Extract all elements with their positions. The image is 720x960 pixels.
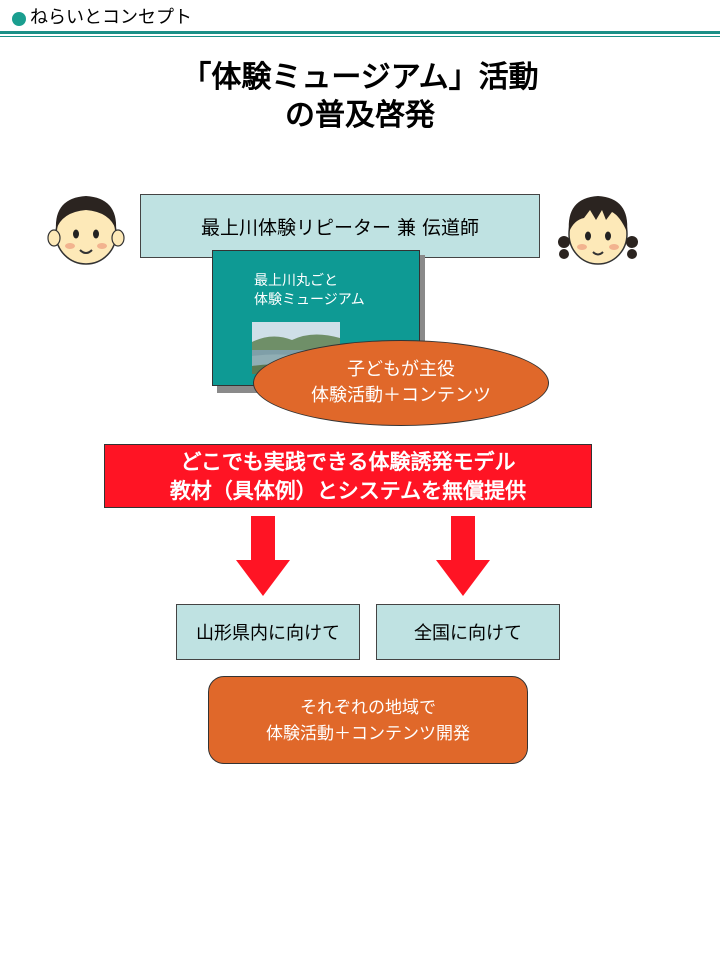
down-arrow-icon-right: [436, 516, 490, 596]
page-title-line2: の普及啓発: [285, 98, 435, 133]
down-arrow-icon-left: [236, 516, 290, 596]
regional-development-line1: それぞれの地域で: [300, 698, 436, 718]
ellipse-line1: 子どもが主役: [347, 359, 455, 380]
header-bullet-icon: [12, 12, 26, 26]
regional-development-line2: 体験活動＋コンテンツ開発: [266, 724, 470, 744]
regional-development-box: [208, 676, 528, 764]
museum-card-line2: 体験ミュージアム: [254, 292, 365, 308]
header-rule-thin: [0, 36, 720, 37]
repeater-label: 最上川体験リピーター 兼 伝道師: [200, 216, 480, 239]
museum-card-line1: 最上川丸ごと: [254, 273, 338, 289]
ellipse-line2: 体験活動＋コンテンツ: [311, 385, 491, 406]
header-rule: [0, 31, 720, 34]
main-role-ellipse: [253, 340, 549, 426]
target-yamagata-label: 山形県内に向けて: [196, 623, 340, 644]
boy-face-icon: [44, 186, 128, 270]
section-header: ねらいとコンセプト: [30, 7, 192, 28]
target-nationwide-label: 全国に向けて: [414, 623, 522, 644]
target-yamagata-box: 山形県内に向けて: [176, 604, 360, 660]
girl-face-icon: [556, 186, 640, 270]
repeater-box: 最上川体験リピーター 兼 伝道師: [140, 194, 540, 258]
model-provision-line2: 教材（具体例）とシステムを無償提供: [169, 479, 527, 503]
page-title-line1: 「体験ミュージアム」活動: [181, 60, 539, 95]
target-nationwide-box: 全国に向けて: [376, 604, 560, 660]
model-provision-box: [104, 444, 592, 508]
model-provision-line1: どこでも実践できる体験誘発モデル: [180, 450, 516, 474]
